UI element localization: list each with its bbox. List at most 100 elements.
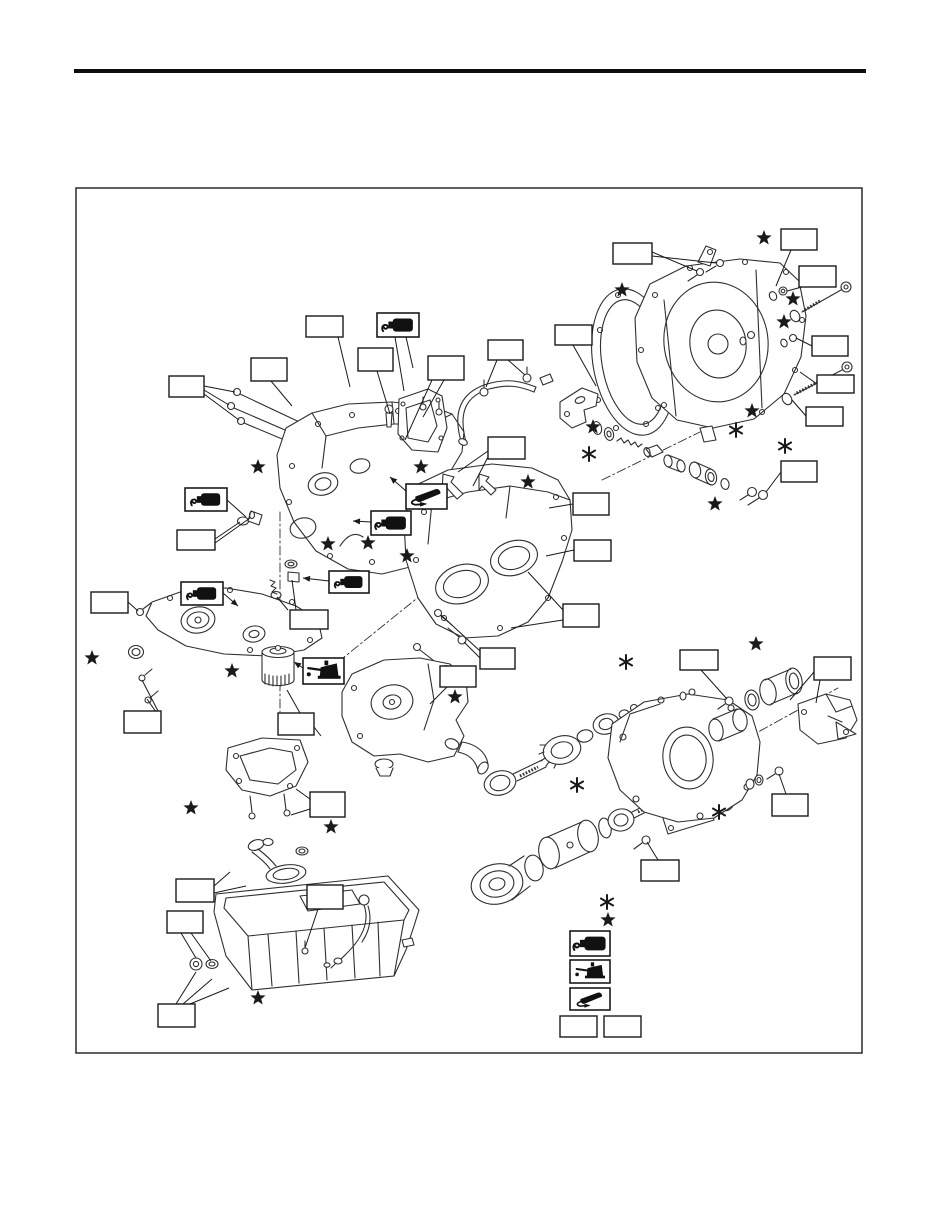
- callout-box: [175, 878, 215, 903]
- leader-line: [214, 517, 251, 544]
- star-marker: [183, 800, 199, 815]
- star-marker: [585, 419, 601, 434]
- leader-line: [213, 885, 247, 894]
- leader-line: [463, 641, 481, 659]
- callout-box: [573, 539, 612, 562]
- star-marker: [224, 663, 240, 678]
- leader-line: [127, 601, 139, 612]
- water-hose-elbow: [457, 741, 489, 775]
- leader-line: [545, 549, 575, 557]
- water-pump: [341, 657, 469, 777]
- diagram-line-art: [127, 245, 858, 991]
- leader-line: [795, 337, 813, 347]
- callout-box: [640, 859, 680, 882]
- star-marker: [447, 689, 463, 704]
- leader-line: [189, 987, 230, 1005]
- leader-line: [175, 971, 197, 1005]
- asterisk-stroke: [711, 807, 727, 817]
- callout-box: [612, 242, 653, 265]
- star-marker: [84, 650, 100, 665]
- side-mounting-bolts: [739, 281, 853, 506]
- asterisk-stroke: [581, 449, 597, 459]
- leader-line: [295, 788, 311, 800]
- leader-line: [422, 379, 445, 418]
- leader-line: [775, 249, 792, 287]
- leader-line: [304, 908, 319, 949]
- figure-frame: [75, 187, 863, 1054]
- leader-line: [203, 389, 230, 406]
- callout-box: [427, 355, 465, 381]
- star-marker: [413, 459, 429, 474]
- callout-box: [176, 529, 216, 551]
- leader-line: [527, 571, 564, 611]
- callout-box: [572, 492, 610, 516]
- leader-arrowhead: [294, 662, 302, 669]
- star-marker: [756, 230, 772, 245]
- extension-sleeve-parts: [679, 667, 821, 790]
- star-marker: [614, 282, 630, 297]
- star-marker: [323, 819, 339, 834]
- leader-line: [203, 393, 240, 421]
- oil-level-gauge: [323, 894, 371, 969]
- leader-line: [286, 689, 301, 714]
- leader-line: [485, 359, 498, 388]
- callout-box: [166, 910, 204, 934]
- callout-box: [487, 436, 526, 460]
- leader-line: [815, 679, 821, 704]
- callout-box: [559, 1015, 598, 1038]
- callout-box: [805, 406, 844, 427]
- callout-box: [487, 339, 524, 361]
- callout-box: [90, 591, 129, 614]
- leader-line: [765, 471, 782, 493]
- leader-line: [799, 371, 818, 385]
- star-marker: [360, 535, 376, 550]
- leader-line: [646, 841, 659, 861]
- callout-box: [168, 375, 205, 398]
- leader-line: [510, 619, 564, 629]
- callout-box: [123, 710, 162, 734]
- header-rule: [74, 69, 866, 73]
- leader-line: [404, 379, 433, 441]
- leader-line: [270, 380, 293, 407]
- callout-box: [479, 647, 516, 670]
- asterisk-stroke: [618, 657, 634, 667]
- callout-box: [277, 712, 315, 736]
- star-marker: [785, 291, 801, 306]
- leader-line: [507, 359, 526, 376]
- callout-box: [289, 609, 329, 630]
- callout-box: [309, 791, 346, 818]
- callout-leader-layer: [127, 249, 821, 1005]
- star-marker: [250, 990, 266, 1005]
- asterisk-marker: [599, 894, 615, 910]
- oil-filter: [261, 644, 295, 687]
- leader-line: [572, 344, 597, 387]
- callout-box: [811, 335, 849, 357]
- leader-line: [778, 773, 787, 795]
- icon-leader-line: [405, 336, 414, 369]
- asterisk-marker: [569, 777, 585, 793]
- callout-box: [306, 884, 344, 910]
- separator-cover: [397, 388, 448, 453]
- leader-line: [440, 614, 481, 652]
- star-marker: [250, 459, 266, 474]
- leader-line: [313, 726, 322, 737]
- star-marker: [520, 474, 536, 489]
- icon-leader-line: [226, 499, 247, 518]
- asterisk-marker: [728, 422, 744, 438]
- leader-line: [472, 456, 489, 487]
- leader-line: [203, 385, 236, 393]
- asterisk-stroke: [569, 780, 585, 790]
- leader-line: [276, 596, 289, 611]
- leader-line: [457, 450, 489, 473]
- callout-box-layer: [90, 228, 855, 1038]
- callout-box: [813, 656, 852, 681]
- leader-line: [429, 686, 448, 705]
- callout-box: [679, 649, 719, 671]
- leader-line: [213, 871, 231, 887]
- leader-line: [789, 671, 815, 701]
- asterisk-stroke: [599, 897, 615, 907]
- leader-arrowhead: [230, 599, 238, 606]
- leader-line: [291, 579, 297, 611]
- callout-box: [554, 324, 593, 346]
